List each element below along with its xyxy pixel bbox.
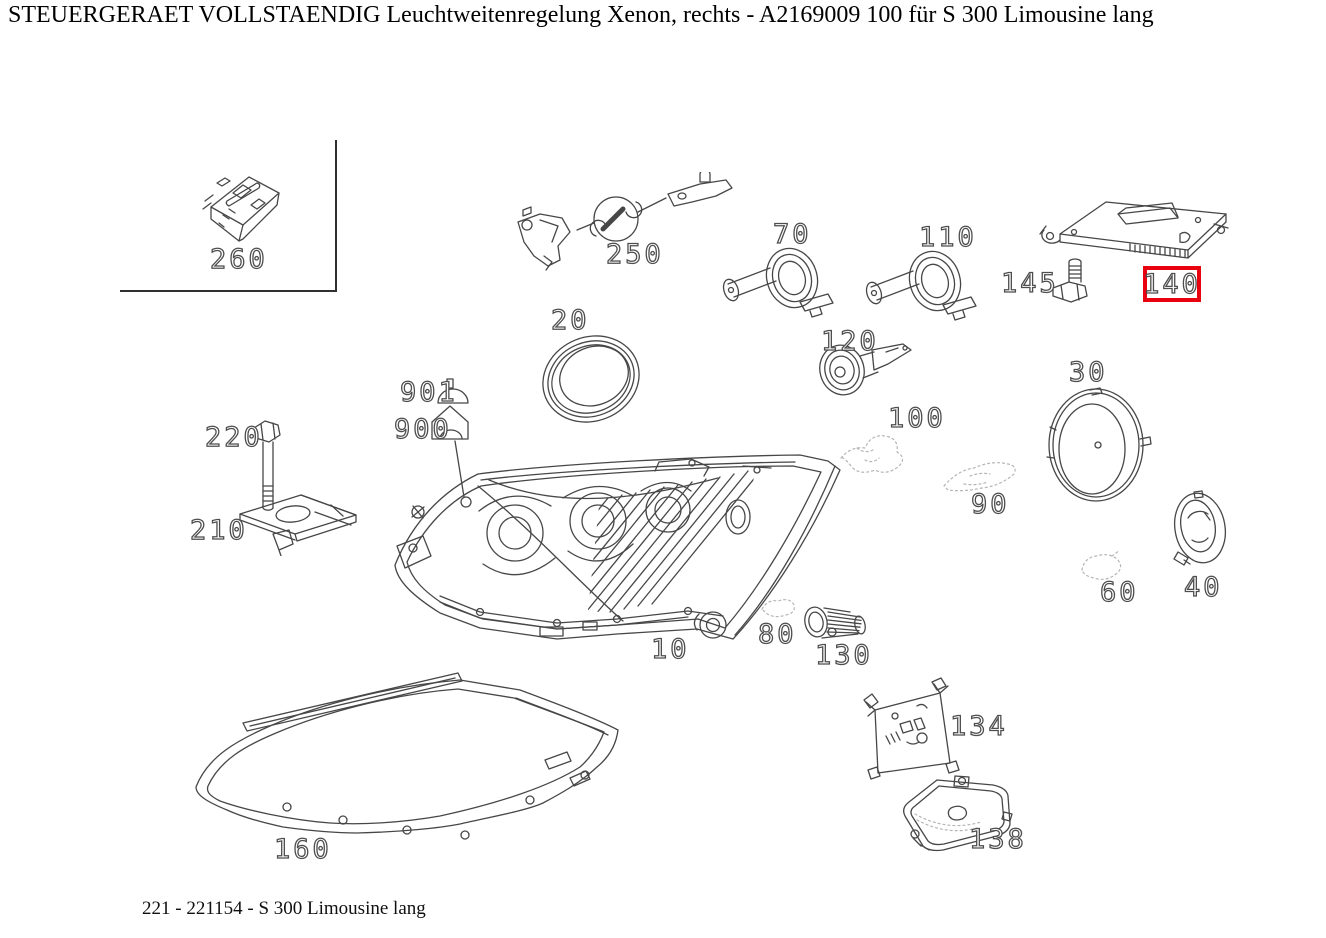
callout-100[interactable]: 100 [887, 403, 946, 434]
module-cover-138-texture [914, 813, 982, 832]
callout-90[interactable]: 90 [970, 489, 1010, 520]
bulb-110-drawing [865, 250, 977, 321]
callout-160[interactable]: 160 [273, 834, 332, 865]
callout-134[interactable]: 134 [949, 711, 1008, 742]
frame-corner-line-vertical [335, 140, 337, 291]
holder-cap-40-drawing [1173, 490, 1227, 566]
clip-nut-210-drawing [239, 494, 357, 556]
callout-140: 140 [1142, 268, 1201, 300]
selected-callout-box[interactable]: 140 [1142, 266, 1201, 302]
callout-70[interactable]: 70 [772, 219, 812, 250]
bulb-70-drawing [722, 247, 834, 318]
callout-40[interactable]: 40 [1183, 572, 1223, 603]
module-cover-138-drawing [903, 775, 1013, 852]
callout-138[interactable]: 138 [968, 824, 1027, 855]
seal-ring-20-drawing [542, 335, 640, 423]
footer-caption: 221 - 221154 - S 300 Limousine lang [142, 898, 426, 919]
frame-corner-line-horizontal [120, 290, 337, 292]
callout-10[interactable]: 10 [650, 634, 690, 665]
bolt-145-drawing [1052, 258, 1088, 303]
callout-220[interactable]: 220 [204, 422, 263, 453]
page-title: STEUERGERAET VOLLSTAENDIG Leuchtweitenre… [8, 2, 1154, 28]
cable-100-faint-drawing [840, 435, 903, 473]
bulb-60-faint-drawing [1081, 549, 1122, 580]
callout-60[interactable]: 60 [1099, 577, 1139, 608]
callout-30[interactable]: 30 [1068, 357, 1108, 388]
headlamp-assembly-10-drawing [394, 454, 841, 640]
callout-80[interactable]: 80 [757, 619, 797, 650]
bulb-80-faint-drawing [761, 599, 795, 618]
callout-900[interactable]: 900 [393, 414, 452, 445]
repair-kit-250-drawing [517, 172, 733, 271]
callout-145[interactable]: 145 [1000, 268, 1059, 299]
retaining-ring-30-drawing [1046, 387, 1152, 502]
control-unit-140-drawing [1039, 201, 1229, 259]
callout-901[interactable]: 901 [399, 377, 458, 408]
callout-110[interactable]: 110 [918, 222, 977, 253]
lens-160-drawing [195, 672, 619, 840]
wrench-icon [589, 201, 643, 237]
control-module-260-drawing [202, 176, 280, 242]
socket-130-drawing [804, 606, 866, 639]
callout-250[interactable]: 250 [605, 239, 664, 270]
cable-90-faint-drawing [943, 462, 1016, 492]
callout-20[interactable]: 20 [550, 305, 590, 336]
callout-260[interactable]: 260 [209, 244, 268, 275]
callout-120[interactable]: 120 [820, 326, 879, 357]
socket-120-drawing [819, 343, 912, 396]
callout-210[interactable]: 210 [189, 515, 248, 546]
fastener-symbols-900-901-drawing [431, 378, 472, 508]
bracket-plate-134-drawing [863, 677, 960, 780]
callout-130[interactable]: 130 [814, 640, 873, 671]
